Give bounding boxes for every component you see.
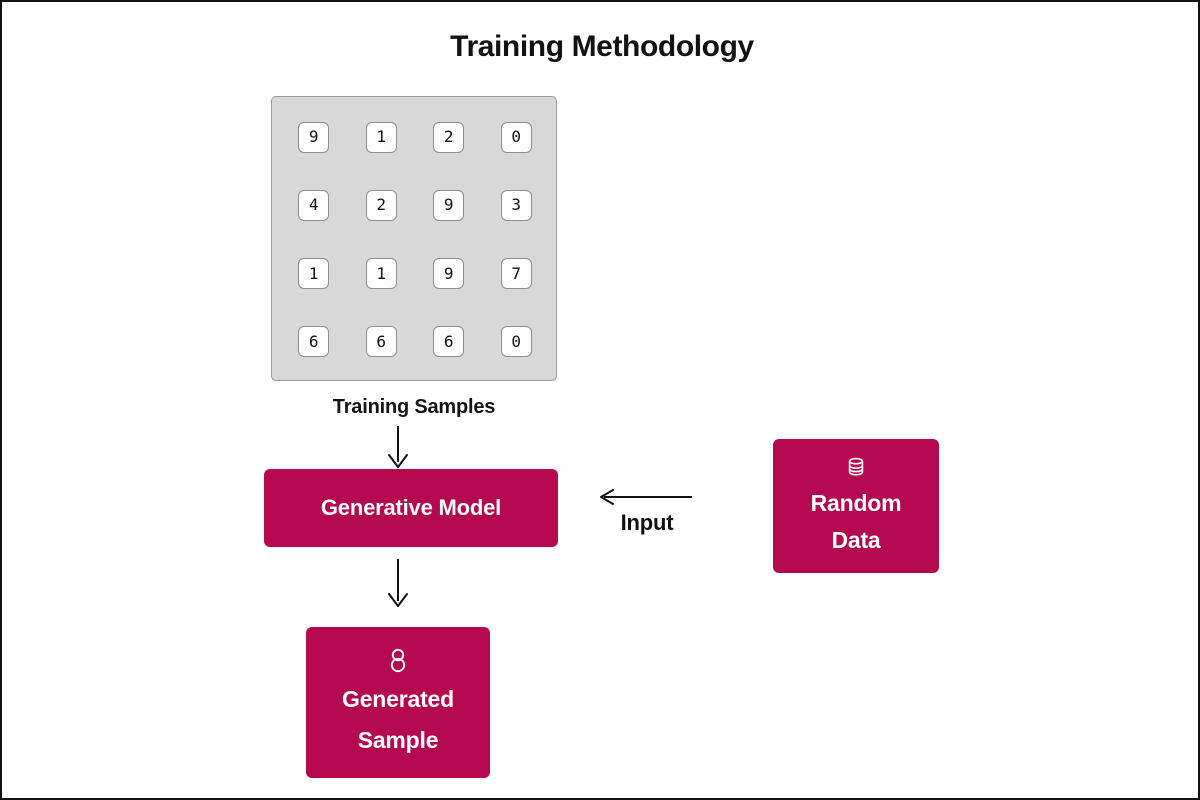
random-data-line2: Data: [831, 527, 881, 553]
training-samples-panel: 9 1 2 0 4 2 9 3 1 1 9 7 6 6 6 0: [271, 96, 557, 381]
database-icon: [847, 457, 865, 481]
input-edge-label: Input: [620, 510, 674, 535]
random-data-node[interactable]: Random Data: [773, 439, 939, 573]
sample-cell: 6: [433, 326, 465, 358]
arrow-down-samples-to-model-icon: [388, 426, 408, 468]
sample-cell: 0: [500, 326, 532, 358]
sample-cell: 7: [500, 258, 532, 290]
generated-sample-line1: Generated: [342, 685, 454, 712]
sample-cell: 3: [500, 189, 532, 221]
sample-cell: 6: [365, 326, 397, 358]
sample-cell: 9: [298, 121, 330, 153]
sample-cell: 9: [433, 189, 465, 221]
sample-cell: 0: [500, 121, 532, 153]
digit-eight-icon: [387, 647, 409, 677]
sample-cell: 2: [433, 121, 465, 153]
generated-sample-node[interactable]: Generated Sample: [306, 627, 490, 778]
generative-model-label: Generative Model: [320, 495, 502, 520]
sample-cell: 4: [298, 189, 330, 221]
generated-sample-line2: Sample: [357, 726, 439, 753]
training-samples-grid: 9 1 2 0 4 2 9 3 1 1 9 7 6 6 6 0: [272, 97, 558, 382]
training-samples-caption: Training Samples: [332, 396, 496, 418]
random-data-line1: Random: [810, 489, 902, 516]
sample-cell: 1: [365, 258, 397, 290]
sample-cell: 2: [365, 189, 397, 221]
page-title: Training Methodology: [450, 30, 754, 63]
sample-cell: 6: [298, 326, 330, 358]
sample-cell: 1: [365, 121, 397, 153]
sample-cell: 9: [433, 258, 465, 290]
generative-model-node[interactable]: Generative Model: [264, 469, 558, 547]
arrow-left-random-to-model-icon: [600, 489, 692, 505]
sample-cell: 1: [298, 258, 330, 290]
arrow-down-model-to-sample-icon: [388, 559, 408, 607]
